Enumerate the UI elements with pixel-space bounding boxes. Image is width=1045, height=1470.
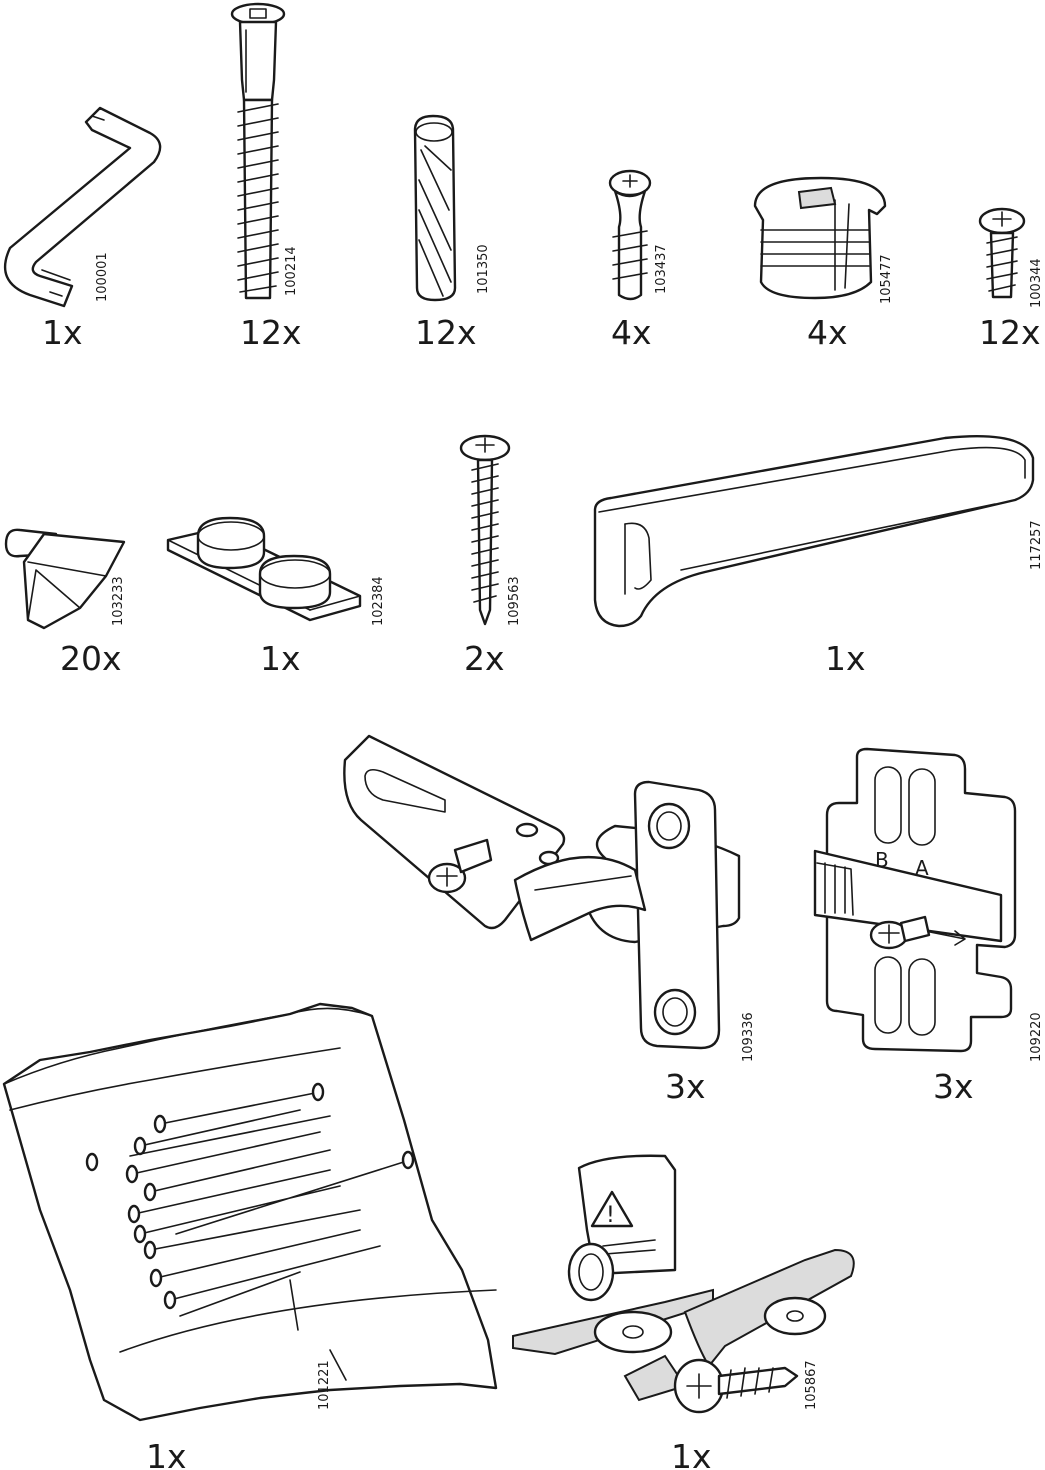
svg-text:!: ! — [606, 1203, 615, 1228]
hinge-screw — [427, 838, 493, 894]
hinge-icon — [343, 734, 741, 1050]
quantity-label: 2x — [464, 639, 505, 678]
shelf-support-icon — [4, 528, 126, 630]
part-code-label: 109220 — [1029, 1012, 1044, 1062]
part-code-label: 100001 — [95, 252, 110, 302]
plate-screw — [869, 915, 931, 950]
part-wood-dowel: 12x — [395, 110, 515, 360]
mounting-plate-icon: B A — [813, 747, 1017, 1053]
part-hinge: 3x — [335, 730, 745, 1110]
quantity-label: 1x — [671, 1437, 712, 1470]
part-code-label: 100344 — [1029, 258, 1044, 308]
part-code-label: 109336 — [741, 1012, 756, 1062]
part-code-label: 109563 — [507, 576, 522, 626]
part-handle: 1x — [585, 430, 1045, 680]
part-code-label: 103437 — [654, 244, 669, 294]
part-code-label: 102384 — [371, 576, 386, 626]
part-cam-stud: 4x — [595, 165, 695, 360]
quantity-label: 20x — [60, 639, 122, 678]
part-long-screw: 2x — [450, 430, 530, 680]
part-mounting-plate: B A 3x — [805, 745, 1045, 1110]
letter-a: A — [915, 856, 929, 880]
thread-lines — [237, 98, 279, 300]
quantity-label: 3x — [665, 1067, 706, 1106]
letter-b: B — [875, 848, 889, 872]
part-shelf-support: 20x — [0, 520, 140, 680]
part-code-label: 101350 — [476, 244, 491, 294]
quantity-label: 1x — [146, 1437, 187, 1470]
part-code-label: 105477 — [879, 254, 894, 304]
quantity-label: 4x — [807, 313, 848, 352]
small-screw-icon — [978, 207, 1026, 299]
quantity-label: 1x — [42, 313, 83, 352]
quantity-label: 12x — [415, 313, 477, 352]
nail-bag-icon — [2, 1002, 498, 1422]
part-code-label: 101221 — [317, 1360, 332, 1410]
part-bumper-pads: 1x — [160, 510, 380, 680]
long-screw-icon — [459, 434, 511, 626]
part-cam-bolt: 12x — [200, 0, 320, 360]
quantity-label: 3x — [933, 1067, 974, 1106]
allen-key-icon — [3, 106, 162, 308]
part-wall-fixing-kit: ! 1x — [505, 1150, 855, 1470]
wood-dowel-icon — [413, 114, 457, 302]
wall-fixing-kit-icon: ! — [512, 1154, 855, 1414]
quantity-label: 12x — [240, 313, 302, 352]
cam-lock-icon — [753, 176, 887, 300]
part-code-label: 105867 — [804, 1360, 819, 1410]
cam-bolt-icon — [230, 2, 286, 300]
wall-screw — [673, 1358, 799, 1414]
quantity-label: 1x — [825, 639, 866, 678]
nails — [85, 1082, 415, 1317]
handle-icon — [593, 435, 1035, 628]
cam-stud-icon — [608, 169, 652, 301]
bumper-pads-icon — [166, 516, 362, 622]
quantity-label: 4x — [611, 313, 652, 352]
quantity-label: 12x — [979, 313, 1041, 352]
quantity-label: 1x — [260, 639, 301, 678]
part-code-label: 103233 — [111, 576, 126, 626]
part-nail-bag: 1x — [0, 1000, 498, 1470]
part-cam-lock: 4x — [745, 170, 895, 360]
part-allen-key: 1x — [0, 0, 162, 360]
part-code-label: 100214 — [284, 246, 299, 296]
part-code-label: 117257 — [1029, 520, 1044, 570]
part-small-screw: 12x — [965, 205, 1045, 360]
